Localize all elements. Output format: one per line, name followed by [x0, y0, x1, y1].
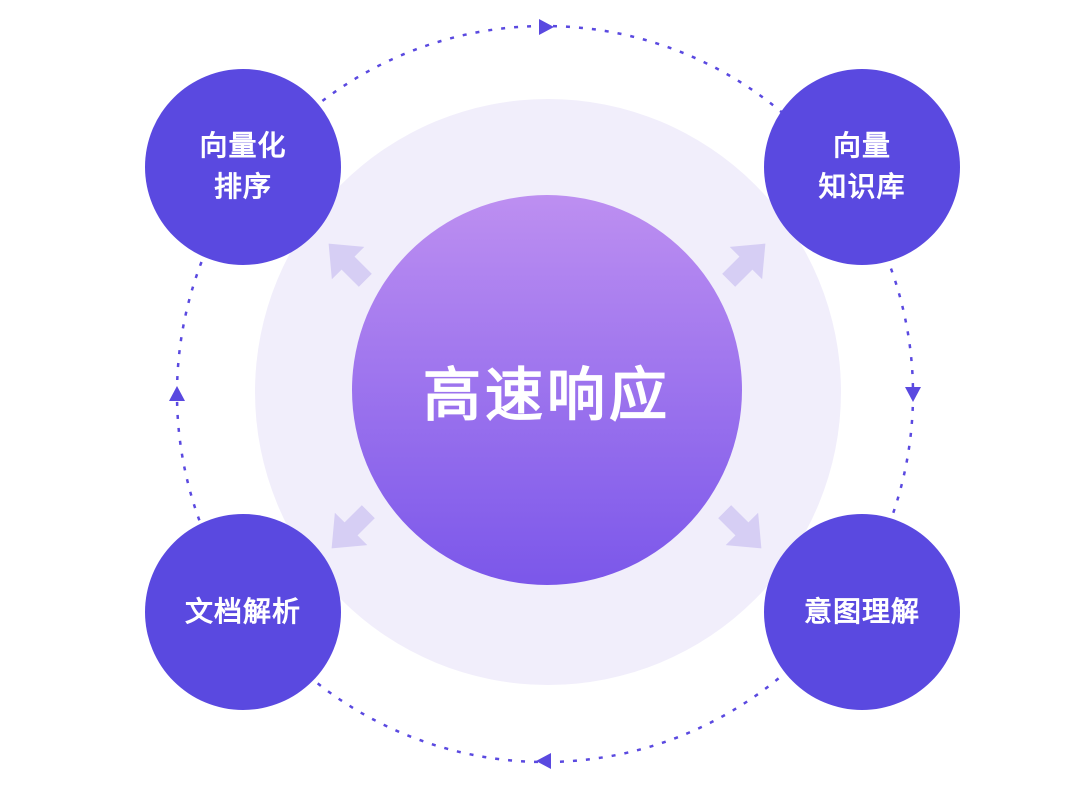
- ring-arrow-right-icon: [905, 387, 921, 402]
- arrow-to-bottom-right-icon: [718, 505, 762, 549]
- center-node: 高速响应: [352, 195, 742, 585]
- node-vectorized-ranking: 向量化 排序: [145, 69, 341, 265]
- node-label: 文档解析: [184, 595, 301, 627]
- ring-arrow-bottom-icon: [536, 753, 551, 769]
- arrow-to-bottom-left-icon: [331, 505, 375, 549]
- node-vector-knowledge-base: 向量 知识库: [764, 69, 960, 265]
- center-label: 高速响应: [422, 363, 671, 428]
- node-label: 向量化 排序: [199, 130, 287, 202]
- node-label: 意图理解: [803, 595, 920, 627]
- arrow-to-top-right-icon: [722, 243, 766, 287]
- node-intent-understanding: 意图理解: [764, 514, 960, 710]
- ring-arrow-left-icon: [169, 386, 185, 401]
- arrow-to-top-left-icon: [328, 243, 372, 287]
- node-document-parsing: 文档解析: [145, 514, 341, 710]
- ring-arrow-top-icon: [539, 19, 554, 35]
- node-label: 向量 知识库: [818, 130, 906, 202]
